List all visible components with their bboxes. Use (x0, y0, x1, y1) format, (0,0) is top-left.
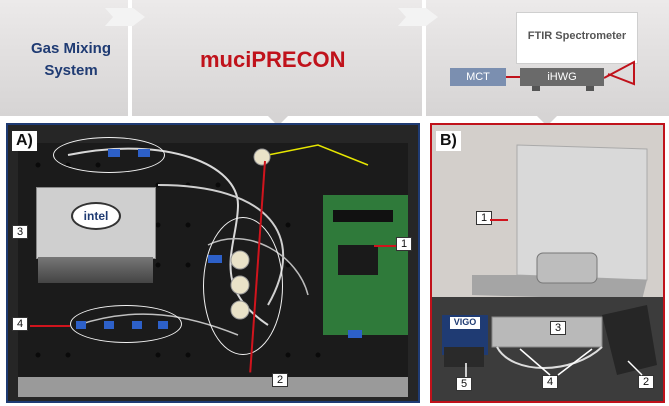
connection-line (506, 76, 520, 78)
panel-b-photo: VIGO B) 1 2 3 4 5 (430, 123, 665, 403)
ihwg-illustration (432, 125, 663, 401)
heat-sink (38, 257, 153, 283)
marker-2: 2 (638, 375, 655, 389)
foot (586, 86, 594, 91)
intel-logo: intel (71, 202, 121, 230)
panel-a-photo: intel A) 1 2 3 4 (6, 123, 420, 403)
ihwg-block: iHWG (520, 68, 604, 86)
arrow-1 (490, 219, 508, 221)
highlight-ellipse (53, 137, 165, 173)
marker-3: 3 (12, 225, 29, 239)
marker-4: 4 (542, 375, 559, 389)
highlight-ellipse (70, 305, 182, 343)
marker-3: 3 (550, 321, 567, 335)
beam-triangle-icon (604, 60, 635, 86)
highlight-ellipse (203, 217, 283, 355)
panel-b-label: B) (436, 131, 461, 151)
foot (532, 86, 540, 91)
chevron-right-icon (398, 8, 438, 26)
callout-pointer (537, 116, 557, 126)
panel-a-label: A) (12, 131, 37, 151)
marker-1: 1 (396, 237, 413, 251)
mct-block: MCT (450, 68, 506, 86)
ftir-title: FTIR Spectrometer (527, 30, 627, 42)
muciprecon-title: muciPRECON (200, 47, 346, 72)
gas-mixing-banner (0, 0, 128, 116)
marker-1: 1 (476, 211, 493, 225)
marker-2: 2 (272, 373, 289, 387)
arrow-4 (30, 325, 70, 327)
muciprecon-banner (132, 0, 422, 116)
arrow-1 (374, 245, 396, 247)
chevron-right-icon (105, 8, 145, 26)
callout-pointer (268, 116, 288, 126)
gas-mixing-title: Gas Mixing System (30, 40, 112, 79)
ftir-box: FTIR Spectrometer (516, 12, 638, 64)
marker-4: 4 (12, 317, 29, 331)
marker-5: 5 (456, 377, 473, 391)
heater-block: intel (36, 187, 156, 259)
vigo-logo: VIGO (450, 317, 480, 329)
